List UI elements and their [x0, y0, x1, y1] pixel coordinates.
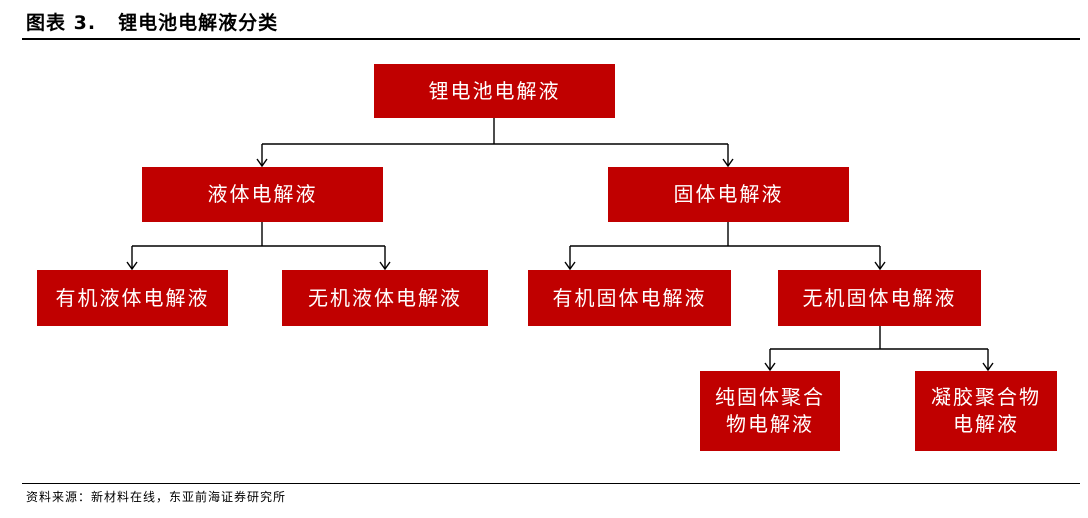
arrowhead — [564, 261, 576, 271]
node-label: 纯固体聚合 物电解液 — [715, 385, 825, 436]
node-pure-solid-polymer-electrolyte: 纯固体聚合 物电解液 — [700, 371, 840, 451]
node-label: 液体电解液 — [207, 182, 318, 206]
node-organic-liquid-electrolyte: 有机液体电解液 — [37, 270, 228, 326]
arrowhead — [874, 261, 886, 271]
arrowhead — [256, 158, 268, 168]
node-label: 无机固体电解液 — [802, 285, 957, 310]
arrowhead — [379, 261, 391, 271]
node-label: 锂电池电解液 — [428, 78, 561, 103]
footer-rule — [22, 483, 1080, 484]
node-lithium-electrolyte: 锂电池电解液 — [374, 64, 615, 118]
node-label: 凝胶聚合物 电解液 — [931, 385, 1041, 436]
node-label: 有机液体电解液 — [55, 285, 210, 310]
node-organic-solid-electrolyte: 有机固体电解液 — [528, 270, 731, 326]
arrowhead — [126, 261, 138, 271]
node-inorganic-solid-electrolyte: 无机固体电解液 — [778, 270, 981, 326]
node-label: 无机液体电解液 — [308, 285, 462, 310]
arrowhead — [722, 158, 734, 168]
node-liquid-electrolyte: 液体电解液 — [142, 167, 383, 222]
node-gel-polymer-electrolyte: 凝胶聚合物 电解液 — [915, 371, 1057, 451]
title-rule — [22, 38, 1080, 40]
arrowhead — [764, 362, 776, 372]
node-solid-electrolyte: 固体电解液 — [608, 167, 849, 222]
node-label: 固体电解液 — [673, 182, 784, 206]
figure-label: 图表 3. — [26, 12, 97, 34]
node-inorganic-liquid-electrolyte: 无机液体电解液 — [282, 270, 488, 326]
arrowhead — [982, 362, 994, 372]
node-label: 有机固体电解液 — [552, 285, 707, 310]
source-note: 资料来源：新材料在线，东亚前海证券研究所 — [26, 490, 287, 504]
figure-title-text: 锂电池电解液分类 — [118, 12, 279, 34]
figure-title: 图表 3. 锂电池电解液分类 — [26, 8, 278, 35]
